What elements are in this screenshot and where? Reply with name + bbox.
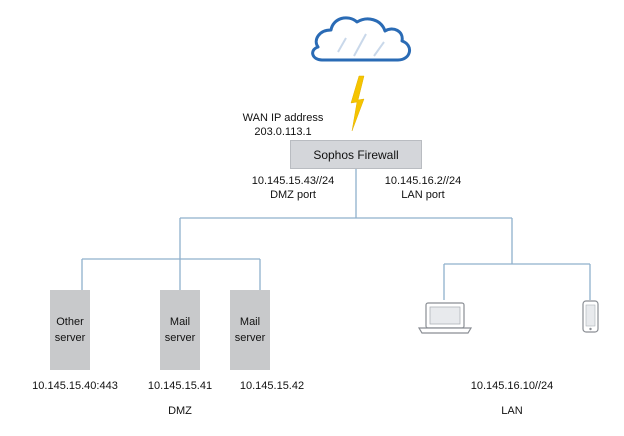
dmz-port-name: DMZ port (270, 189, 316, 201)
sophos-firewall-node[interactable]: Sophos Firewall (290, 140, 422, 169)
dmz-port-label: 10.145.15.43//24 DMZ port (244, 174, 342, 202)
server-label-line2: server (164, 332, 196, 344)
dmz-port-ip: 10.145.15.43//24 (251, 175, 335, 187)
server-label-line1: Other (56, 316, 84, 328)
wan-ip-caption: WAN IP address (242, 112, 324, 124)
firewall-label: Sophos Firewall (313, 147, 399, 162)
server-label-line2: server (54, 332, 86, 344)
server-label-line2: server (234, 332, 266, 344)
zone-label-lan: LAN (501, 405, 523, 417)
server-mail-1[interactable]: Mail server (160, 290, 200, 370)
lan-port-ip: 10.145.16.2//24 (384, 175, 462, 187)
lan-port-label: 10.145.16.2//24 LAN port (374, 174, 472, 202)
wan-ip-label: WAN IP address 203.0.113.1 (237, 111, 329, 139)
lan-port-name: LAN port (401, 189, 445, 201)
server-label-line1: Mail (169, 316, 191, 328)
server-ip-other: 10.145.15.40:443 (32, 380, 118, 392)
server-ip-mail-2: 10.145.15.42 (239, 380, 305, 392)
server-label-line1: Mail (239, 316, 261, 328)
laptop-icon (417, 302, 473, 334)
wan-ip-value: 203.0.113.1 (254, 126, 312, 138)
zone-label-dmz: DMZ (168, 405, 192, 417)
server-mail-2[interactable]: Mail server (230, 290, 270, 370)
lan-device-ip: 10.145.16.10//24 (470, 380, 554, 392)
lightning-icon (350, 75, 365, 132)
smartphone-icon (582, 300, 599, 333)
connector-lines (81, 169, 591, 300)
cloud-icon (311, 16, 411, 62)
server-other[interactable]: Other server (50, 290, 90, 370)
server-ip-mail-1: 10.145.15.41 (147, 380, 213, 392)
